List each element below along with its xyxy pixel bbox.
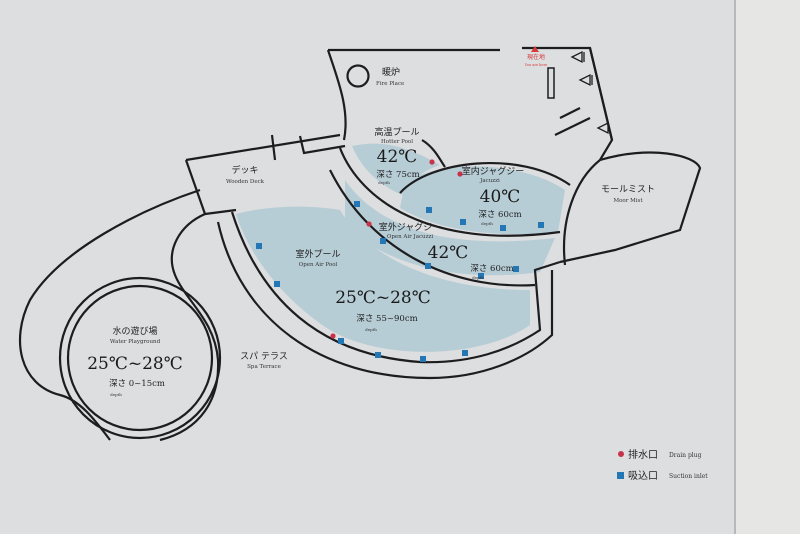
- open-air-jacuzzi-water: [345, 180, 555, 276]
- jacuzzi-water: [400, 166, 565, 235]
- water-playground-depth: 深さ 0~15cm: [109, 379, 165, 389]
- drain-legend-label: 排水口: [628, 448, 658, 461]
- open-air-pool-label: 室外プール: [295, 248, 340, 260]
- open-air-pool-depth: 深さ 55~90cm: [356, 314, 417, 324]
- you-are-here-label-en: You are here: [524, 63, 548, 67]
- fireplace-wall: [326, 49, 347, 141]
- moor-mist-label-en: Moor Mist: [613, 198, 643, 204]
- jacuzzi-depth-en: depth: [481, 221, 493, 226]
- open-air-jacuzzi-depth: 深さ 60cm: [470, 264, 513, 274]
- water-playground-label: 水の遊び場: [112, 325, 157, 337]
- water-playground-label-en: Water Playground: [110, 339, 161, 345]
- open-air-pool-depth-en: depth: [365, 327, 377, 332]
- fireplace-icon: [346, 64, 370, 88]
- jacuzzi-depth: 深さ 60cm: [478, 210, 521, 220]
- spa-terrace-label: スパ テラス: [240, 351, 288, 362]
- hotter-pool-outline: [338, 147, 561, 237]
- water-playground-temp: 25℃~28℃: [87, 354, 183, 374]
- open-air-jacuzzi-label-en: Open Air Jacuzzi: [387, 234, 434, 240]
- hotter-pool-depth: 深さ 75cm: [376, 170, 419, 180]
- water-playground-depth-en: depth: [110, 392, 122, 397]
- you-are-here-label: 現在地: [527, 53, 545, 61]
- water-playground-outer: [58, 276, 222, 440]
- hotter-pool-temp: 42℃: [377, 147, 418, 167]
- open-air-jacuzzi-label: 室外ジャグジー: [379, 221, 442, 233]
- suction-legend-label: 吸込口: [628, 470, 658, 482]
- fire-place-label: 暖炉: [382, 66, 400, 78]
- right-wall: [554, 47, 614, 161]
- open-air-pool-water: [236, 206, 530, 352]
- drain-markers: [330, 159, 463, 339]
- open-jacuzzi-outline: [329, 169, 536, 287]
- drain-legend-icon: [618, 451, 624, 457]
- wall: [735, 0, 800, 534]
- open-air-jacuzzi-depth-en: depth: [472, 275, 484, 280]
- shower-icons: [570, 50, 609, 135]
- moor-mist-label: モールミスト: [601, 185, 655, 195]
- you-are-here-icon: [531, 46, 539, 52]
- open-air-pool-temp: 25℃~28℃: [335, 288, 431, 308]
- hotter-pool-right: [421, 139, 446, 168]
- counter: [547, 67, 555, 99]
- jacuzzi-label: 室内ジャグジー: [462, 165, 525, 177]
- suction-legend-label-en: Suction inlet: [669, 473, 708, 480]
- suction-markers: [256, 201, 544, 362]
- hotter-pool-label: 高温プール: [374, 126, 419, 138]
- water-playground-inner: [66, 284, 214, 432]
- legend: 排水口 Drain plug 吸込口 Suction inlet: [617, 448, 708, 482]
- open-air-pool-label-en: Open Air Pool: [299, 262, 338, 268]
- fire-place-label-en: Fire Place: [376, 81, 404, 87]
- hotter-pool-label-en: Hotter Pool: [381, 139, 413, 145]
- jacuzzi-outline: [399, 162, 571, 194]
- spa-terrace-label-en: Spa Terrace: [247, 364, 281, 370]
- open-air-jacuzzi-temp: 42℃: [428, 243, 469, 263]
- open-pool-outline: [230, 211, 561, 364]
- jacuzzi-temp: 40℃: [480, 187, 521, 207]
- suction-legend-icon: [617, 472, 624, 479]
- outer-curve: [18, 188, 220, 442]
- spa-terrace-outline: [216, 221, 554, 380]
- drain-legend-label-en: Drain plug: [669, 452, 702, 459]
- hotter-pool-water: [352, 143, 440, 195]
- jacuzzi-label-en: Jacuzzi: [479, 178, 500, 184]
- wooden-deck-label: デッキ: [231, 164, 258, 176]
- hotter-pool-depth-en: depth: [378, 180, 390, 185]
- wooden-deck-label-en: Wooden Deck: [226, 179, 265, 185]
- moor-mist-outline: [559, 151, 702, 266]
